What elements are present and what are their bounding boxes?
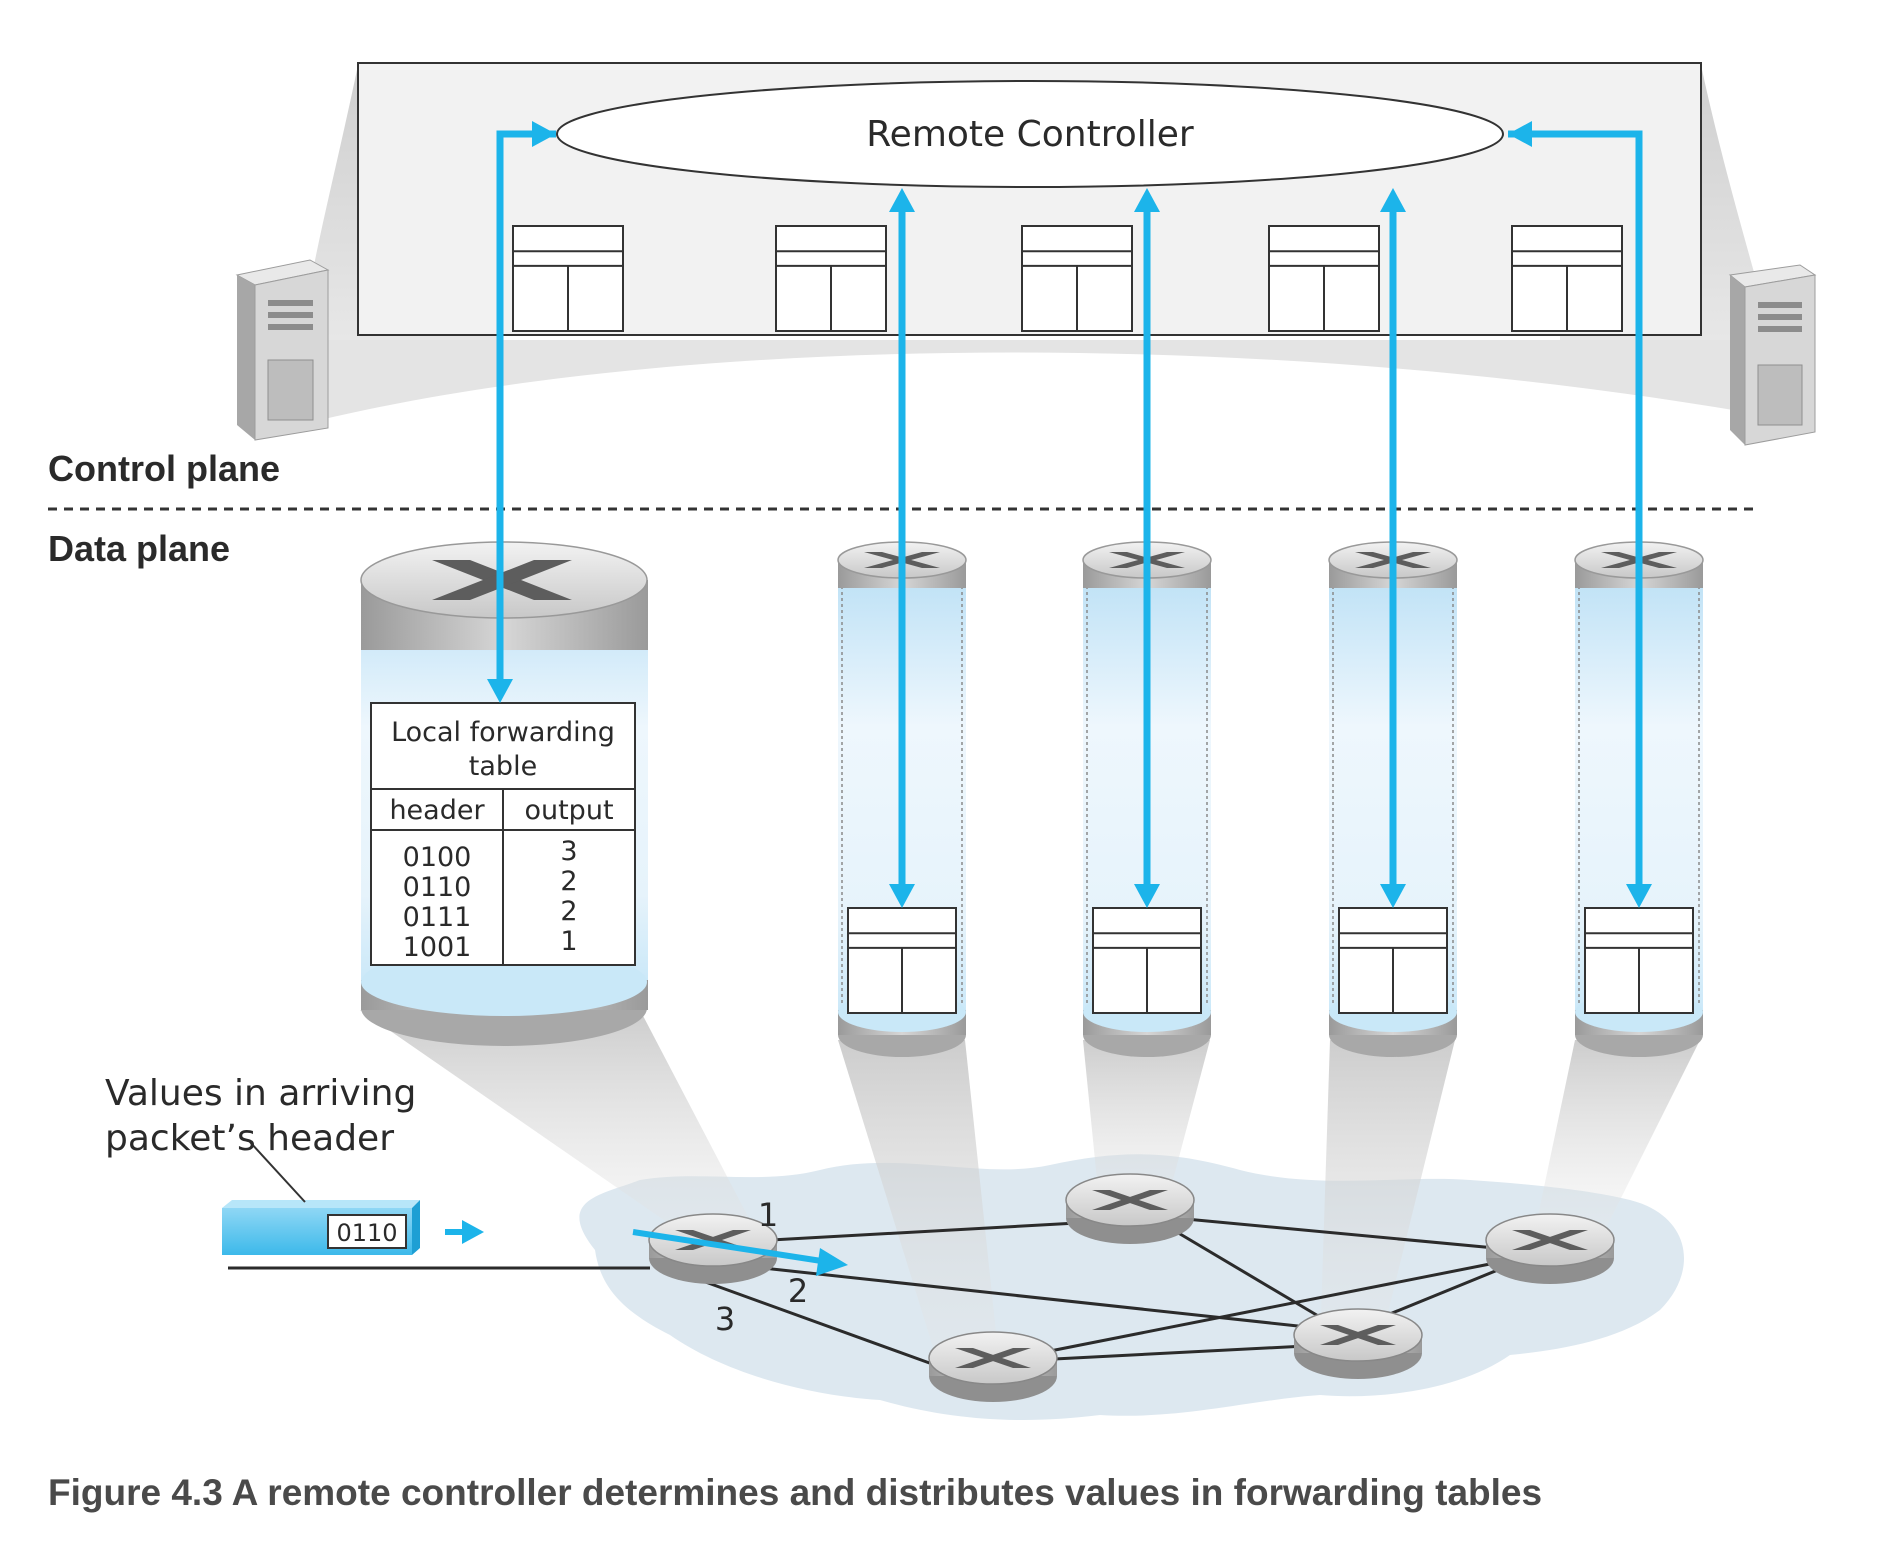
control-plane-label: Control plane xyxy=(48,448,280,489)
control-plane-wing-left xyxy=(290,65,500,430)
server-left-icon xyxy=(235,259,330,441)
network-router-icon xyxy=(928,1331,1058,1402)
router-table-icon xyxy=(1584,907,1694,1014)
controller-table-icon xyxy=(775,225,887,332)
controller-table-icon xyxy=(1021,225,1133,332)
network-links xyxy=(228,1216,1511,1367)
remote-controller xyxy=(556,80,1504,188)
forwarding-row-header: 1001 xyxy=(403,932,472,963)
port-label-1: 1 xyxy=(758,1196,778,1234)
network-router-icon xyxy=(1293,1308,1423,1379)
network-router-icon xyxy=(648,1213,778,1284)
packet-callout-line xyxy=(249,1141,306,1203)
router-table-icon xyxy=(1338,907,1448,1014)
control-arrow-router xyxy=(889,188,915,908)
projection-beams xyxy=(360,1010,1700,1370)
port-label-3: 3 xyxy=(715,1300,735,1338)
forwarding-row-output: 2 xyxy=(560,866,577,897)
packet-header-value: 0110 xyxy=(336,1219,397,1247)
controller-table-icon xyxy=(1511,225,1623,332)
forwarding-table-col-output: output xyxy=(524,795,613,826)
router-column-small xyxy=(1082,541,1212,1057)
control-arrow-right-router xyxy=(1508,121,1652,908)
server-right-icon xyxy=(1728,264,1817,446)
figure-caption: Figure 4.3 A remote controller determine… xyxy=(48,1472,1542,1513)
packet-callout-line2: packet’s header xyxy=(105,1118,394,1159)
controller-table-icon xyxy=(512,225,624,332)
forwarding-row-output: 3 xyxy=(560,836,577,867)
control-plane-wing-bottom xyxy=(320,340,1790,420)
local-forwarding-table: Local forwarding table header output 010… xyxy=(370,702,636,966)
control-arrows xyxy=(487,121,1652,908)
controller-table-icon xyxy=(1268,225,1380,332)
port-label-2: 2 xyxy=(788,1272,808,1310)
control-arrow-router xyxy=(1134,188,1160,908)
packet-path-arrow xyxy=(632,1229,848,1276)
control-arrow-big-router xyxy=(487,121,556,703)
network-router-icon xyxy=(1485,1213,1615,1284)
remote-controller-label: Remote Controller xyxy=(866,114,1194,155)
forwarding-row-header: 0100 xyxy=(403,842,472,873)
forwarding-row-output: 2 xyxy=(560,896,577,927)
data-plane-label: Data plane xyxy=(48,528,230,569)
forwarding-row-header: 0111 xyxy=(403,902,472,933)
packet-callout-line1: Values in arriving xyxy=(105,1073,416,1114)
forwarding-row-header: 0110 xyxy=(403,872,472,903)
forwarding-table-title-line2: table xyxy=(469,751,537,782)
router-table-icon xyxy=(847,907,957,1014)
router-table-icon xyxy=(1092,907,1202,1014)
forwarding-table-title-line1: Local forwarding xyxy=(391,717,615,748)
control-arrow-router xyxy=(1380,188,1406,908)
controller-tables xyxy=(512,225,1623,332)
network-routers xyxy=(648,1173,1615,1402)
router-columns-small xyxy=(837,541,1704,1057)
forwarding-table-col-header: header xyxy=(389,795,485,826)
network-router-icon xyxy=(1065,1173,1195,1244)
arriving-packet: 0110 xyxy=(222,1200,484,1255)
forwarding-row-output: 1 xyxy=(560,926,577,957)
forwarding-table-rows: 0100 3 0110 2 0111 2 1001 1 xyxy=(403,836,578,963)
